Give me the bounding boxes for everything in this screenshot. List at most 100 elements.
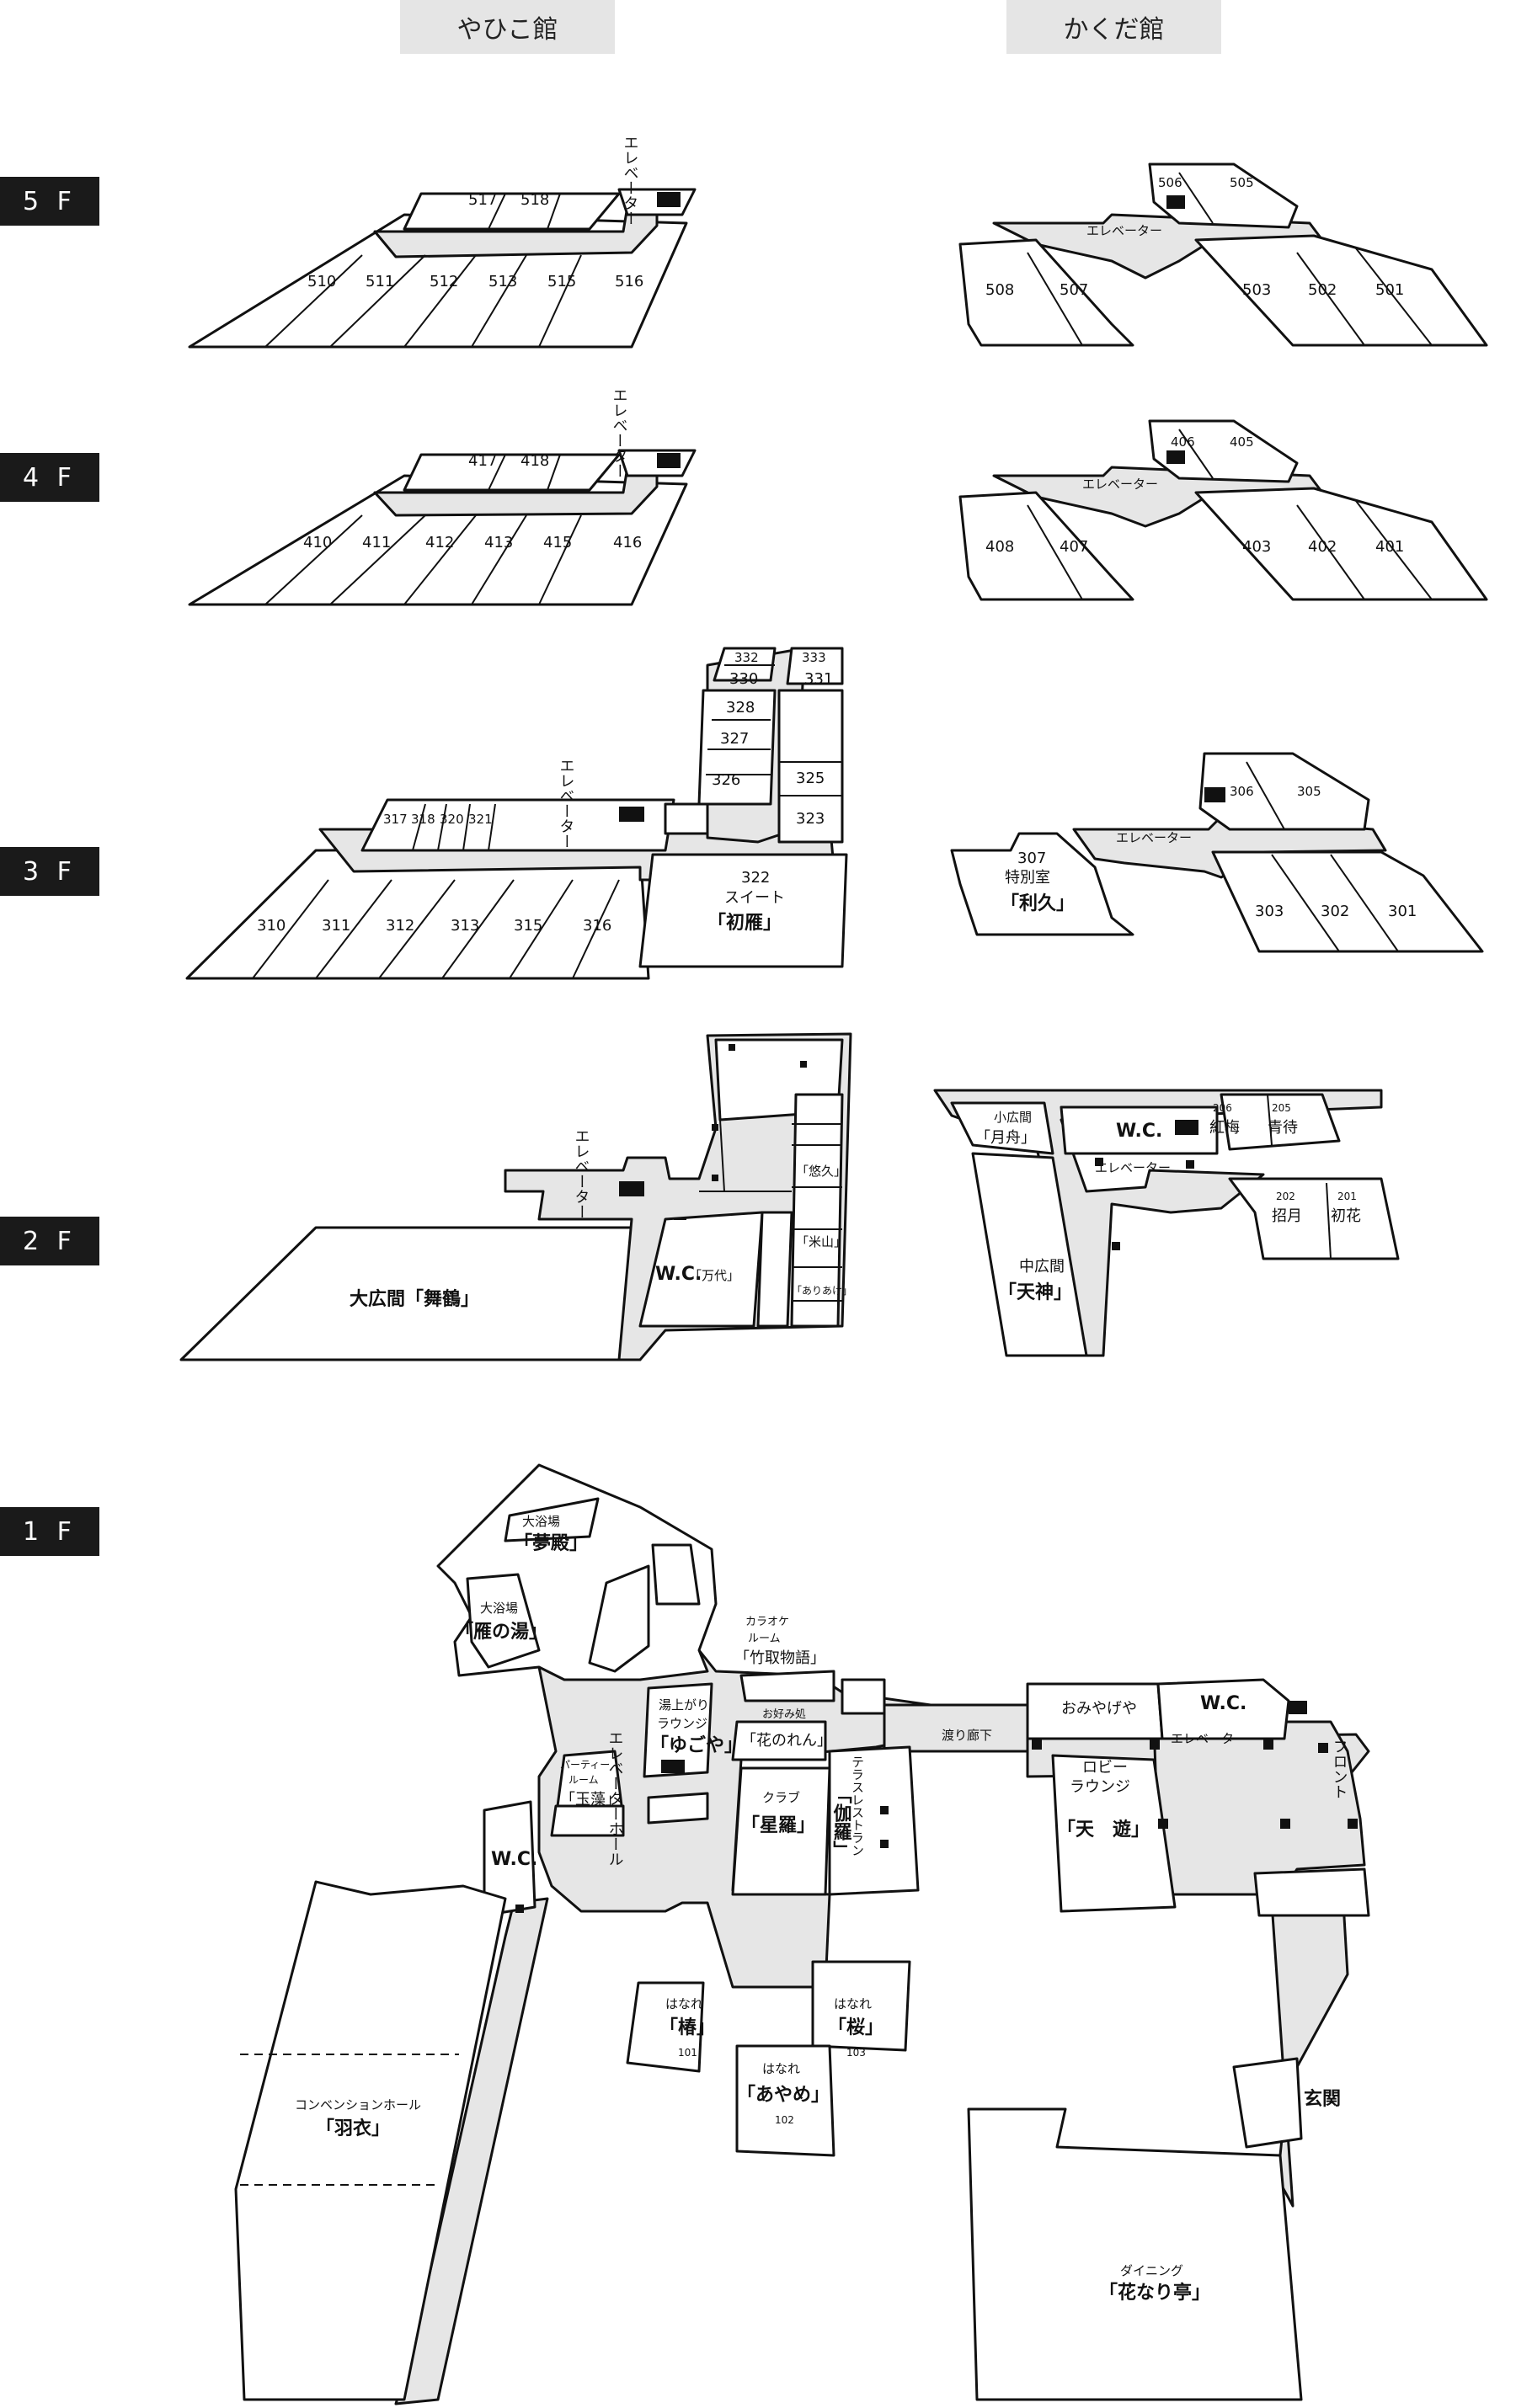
- dining-hananari[interactable]: 「花なり亭」: [1099, 2282, 1210, 2304]
- room-408[interactable]: 408: [985, 538, 1014, 556]
- room-511[interactable]: 511: [366, 273, 394, 290]
- room-403[interactable]: 403: [1242, 538, 1271, 556]
- floor-tag-2f[interactable]: 2 F: [0, 1217, 99, 1265]
- room-320[interactable]: 320: [440, 812, 464, 827]
- room-330[interactable]: 330: [729, 670, 758, 688]
- floor-tag-1f[interactable]: 1 F: [0, 1507, 99, 1556]
- room-301[interactable]: 301: [1388, 903, 1417, 920]
- room-406[interactable]: 406: [1171, 434, 1195, 450]
- suite-hatsukari[interactable]: 「初雁」: [707, 912, 782, 934]
- room-415[interactable]: 415: [543, 534, 572, 551]
- room-417[interactable]: 417: [468, 452, 497, 470]
- room-328[interactable]: 328: [726, 699, 755, 717]
- room-307[interactable]: 307: [1017, 850, 1046, 867]
- souvenir-shop[interactable]: おみやげや: [1061, 1700, 1137, 1718]
- bath-kari-no-yu[interactable]: 「雁の湯」: [455, 1622, 547, 1643]
- room-313[interactable]: 313: [451, 917, 479, 935]
- room-303[interactable]: 303: [1255, 903, 1284, 920]
- lounge-tenyu[interactable]: 「天 遊」: [1057, 1819, 1150, 1841]
- room-512[interactable]: 512: [430, 273, 458, 290]
- hall-tenjin[interactable]: 「天神」: [998, 1281, 1072, 1303]
- room-331[interactable]: 331: [804, 670, 833, 688]
- room-510[interactable]: 510: [307, 273, 336, 290]
- room-402[interactable]: 402: [1308, 538, 1337, 556]
- building-tab-yahiko[interactable]: やひこ館: [400, 0, 615, 54]
- room-318[interactable]: 318: [411, 812, 435, 827]
- room-306[interactable]: 306: [1230, 784, 1254, 799]
- room-101[interactable]: 101: [678, 2047, 697, 2059]
- room-201[interactable]: 201: [1337, 1191, 1357, 1202]
- room-seitai[interactable]: 青待: [1268, 1119, 1298, 1137]
- special-rikyu[interactable]: 「利久」: [1001, 892, 1075, 914]
- room-317[interactable]: 317: [383, 812, 408, 827]
- room-416[interactable]: 416: [613, 534, 642, 551]
- room-418[interactable]: 418: [520, 452, 549, 470]
- karaoke-taketori[interactable]: 「竹取物語」: [734, 1649, 825, 1667]
- hall-maizuru[interactable]: 大広間「舞鶴」: [350, 1288, 479, 1310]
- room-413[interactable]: 413: [484, 534, 513, 551]
- room-515[interactable]: 515: [547, 273, 576, 290]
- room-206[interactable]: 206: [1213, 1102, 1232, 1114]
- room-506[interactable]: 506: [1158, 175, 1182, 190]
- room-hatsuhana[interactable]: 初花: [1331, 1207, 1361, 1225]
- club-seira[interactable]: 「星羅」: [741, 1815, 815, 1836]
- room-412[interactable]: 412: [425, 534, 454, 551]
- room-332[interactable]: 332: [734, 650, 759, 665]
- room-316[interactable]: 316: [583, 917, 611, 935]
- room-505[interactable]: 505: [1230, 175, 1254, 190]
- room-302[interactable]: 302: [1321, 903, 1349, 920]
- room-323[interactable]: 323: [796, 810, 825, 828]
- annex-sakura[interactable]: 「桜」: [828, 2017, 883, 2038]
- room-102[interactable]: 102: [775, 2114, 794, 2126]
- room-333[interactable]: 333: [802, 650, 826, 665]
- annex-ayame[interactable]: 「あやめ」: [737, 2085, 830, 2106]
- room-322[interactable]: 322: [741, 869, 770, 887]
- room-310[interactable]: 310: [257, 917, 286, 935]
- room-205[interactable]: 205: [1272, 1102, 1291, 1114]
- room-507[interactable]: 507: [1060, 281, 1088, 299]
- room-513[interactable]: 513: [488, 273, 517, 290]
- bath-yumedono[interactable]: 「夢殿」: [514, 1533, 588, 1554]
- room-410[interactable]: 410: [303, 534, 332, 551]
- room-manyo[interactable]: 「万代」: [689, 1268, 739, 1283]
- room-312[interactable]: 312: [386, 917, 414, 935]
- room-yuukyu[interactable]: 「悠久」: [796, 1164, 846, 1179]
- floor-tag-3f[interactable]: 3 F: [0, 847, 99, 896]
- terrace-kyara[interactable]: 「伽羅」: [830, 1785, 852, 1859]
- room-327[interactable]: 327: [720, 730, 749, 748]
- room-517[interactable]: 517: [468, 191, 497, 209]
- front-desk[interactable]: フロント: [1331, 1739, 1348, 1799]
- room-518[interactable]: 518: [520, 191, 549, 209]
- room-326[interactable]: 326: [712, 771, 740, 789]
- room-502[interactable]: 502: [1308, 281, 1337, 299]
- room-311[interactable]: 311: [322, 917, 350, 935]
- floor-tag-4f[interactable]: 4 F: [0, 453, 99, 502]
- lounge-yugoya[interactable]: 「ゆごや」: [650, 1734, 743, 1756]
- room-305[interactable]: 305: [1297, 784, 1321, 799]
- room-103[interactable]: 103: [846, 2047, 866, 2059]
- party-tamamo[interactable]: 「玉藻」: [560, 1791, 621, 1809]
- building-tab-kakuda[interactable]: かくだ館: [1006, 0, 1221, 54]
- room-202[interactable]: 202: [1276, 1191, 1295, 1202]
- room-401[interactable]: 401: [1375, 538, 1404, 556]
- room-321[interactable]: 321: [468, 812, 493, 827]
- annex-tsubaki[interactable]: 「椿」: [659, 2016, 715, 2038]
- room-411[interactable]: 411: [362, 534, 391, 551]
- room-kobai[interactable]: 紅梅: [1209, 1119, 1240, 1137]
- room-407[interactable]: 407: [1060, 538, 1088, 556]
- floor-tag-5f[interactable]: 5 F: [0, 177, 99, 226]
- room-508[interactable]: 508: [985, 281, 1014, 299]
- room-yoneyama[interactable]: 「米山」: [796, 1234, 846, 1249]
- room-shougetsu[interactable]: 招月: [1272, 1207, 1302, 1225]
- room-325[interactable]: 325: [796, 770, 825, 787]
- room-516[interactable]: 516: [615, 273, 643, 290]
- room-tsukifune[interactable]: 「月舟」: [975, 1129, 1036, 1147]
- room-503[interactable]: 503: [1242, 281, 1271, 299]
- room-315[interactable]: 315: [514, 917, 542, 935]
- hall-hagoromo[interactable]: 「羽衣」: [316, 2118, 390, 2139]
- room-501[interactable]: 501: [1375, 281, 1404, 299]
- room-ariake[interactable]: 「ありあけ」: [792, 1285, 852, 1297]
- okonomi-hanaren[interactable]: 「花のれん」: [741, 1732, 832, 1750]
- room-405[interactable]: 405: [1230, 434, 1254, 450]
- entrance-genkan[interactable]: 玄関: [1304, 2088, 1341, 2110]
